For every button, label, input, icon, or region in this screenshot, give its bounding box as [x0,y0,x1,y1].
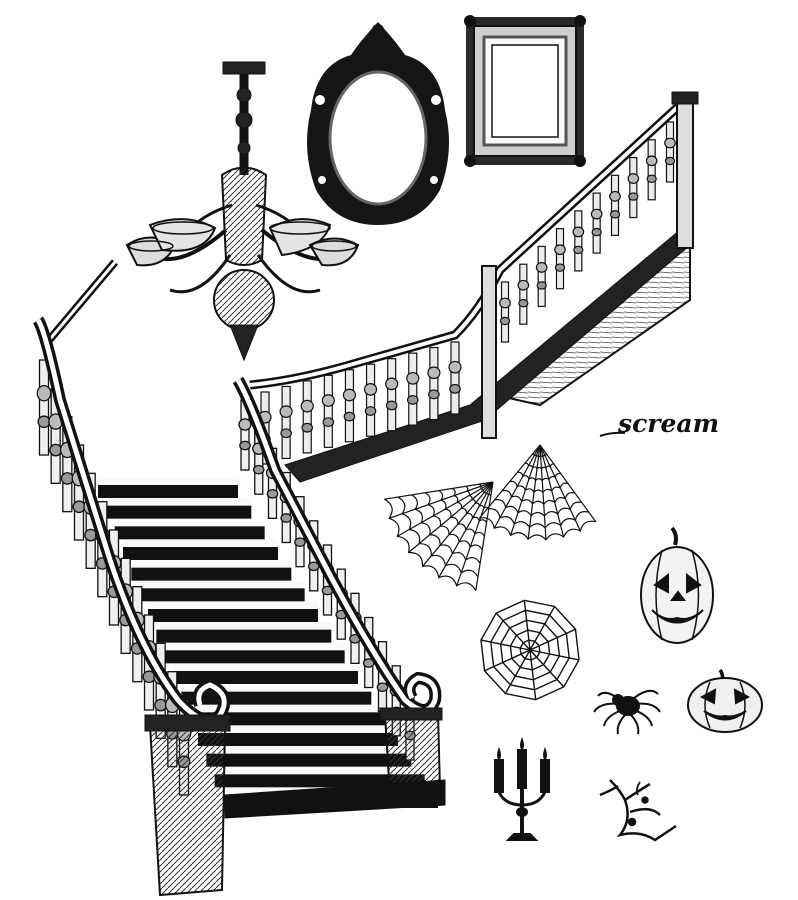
baluster [48,387,64,484]
stair-step [214,774,425,788]
baluster [321,374,335,448]
ornate-oval-mirror [307,22,449,225]
baluster [36,359,52,456]
baluster [609,174,621,236]
dead-branch [599,779,677,842]
spider [593,689,661,735]
baluster [406,352,420,426]
baluster [300,380,314,454]
jack-o-lantern-large [640,526,714,644]
baluster [279,385,293,460]
cobweb-corner-left [384,481,494,591]
stair-step [181,691,372,705]
baluster [238,399,252,471]
stair-step [148,609,318,622]
stair-step [123,547,278,560]
baluster [252,423,266,495]
stair-step [189,712,385,726]
baluster [385,358,399,432]
baluster [554,228,566,290]
baluster [627,156,640,219]
baluster [590,192,603,254]
rectangular-picture-frame [464,15,586,167]
baluster [499,281,511,343]
baluster [342,369,357,443]
jack-o-lantern-small [687,668,763,733]
baluster [448,341,462,415]
lower-stair-flight [32,259,446,897]
baluster [664,121,676,183]
stair-step [98,485,238,498]
scream-lettering: scream [599,409,719,438]
baluster [572,210,585,272]
scream-word: scream [617,409,719,438]
stair-step [206,753,412,767]
stair-step [114,526,265,540]
baluster [645,139,658,201]
cobweb-round [480,599,580,701]
candelabra [494,736,550,841]
stair-step [106,505,252,519]
baluster [517,263,530,325]
baluster [363,363,378,437]
stair-step [139,588,305,602]
cobweb-corner-right [478,444,597,541]
baluster [427,346,441,421]
upper-stair-flight [249,91,699,483]
chandelier-illustration [125,61,360,362]
stair-step [198,733,398,746]
stair-step [131,567,292,581]
stair-step [164,650,345,664]
baluster [535,245,548,308]
stair-step [156,629,332,643]
stair-step [173,671,358,684]
